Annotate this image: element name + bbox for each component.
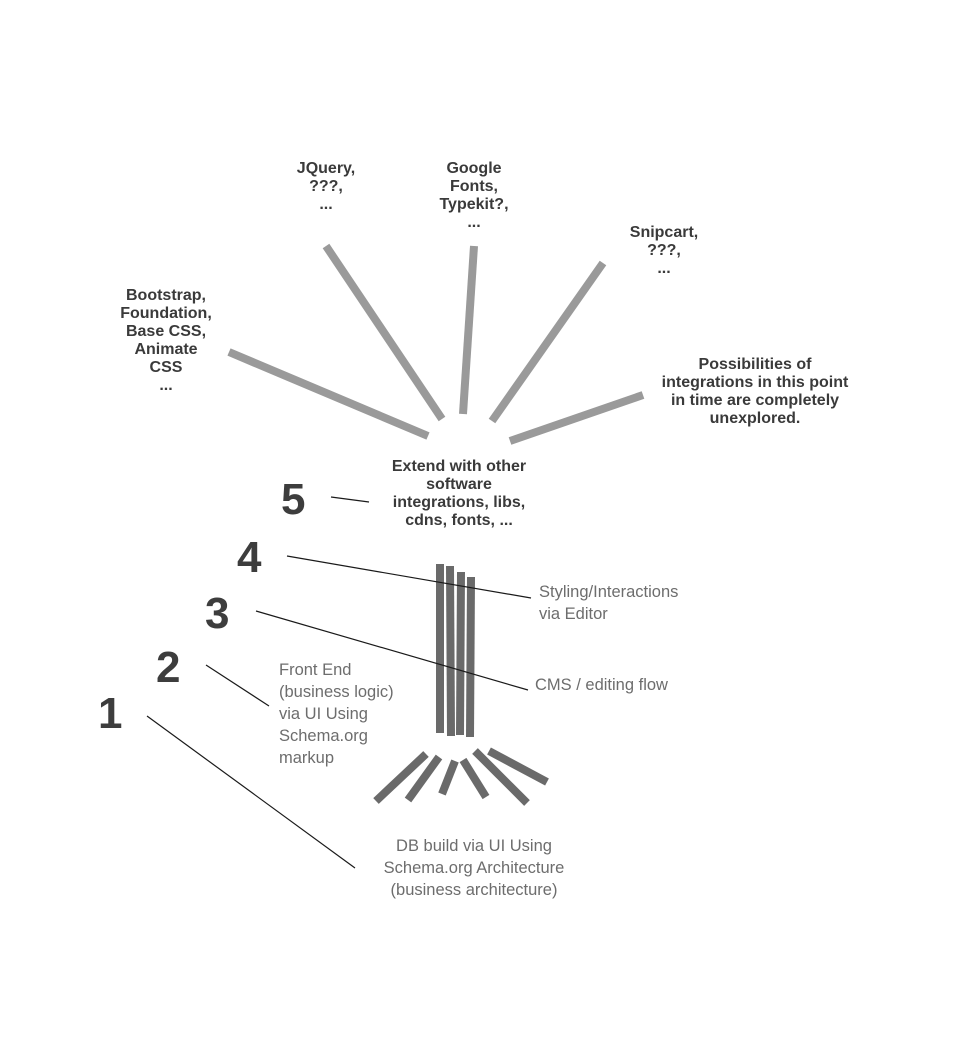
label-snipcart: Snipcart, ???, ... [629,224,699,277]
trunk [436,564,475,738]
root-2 [404,754,443,803]
label-db-build: DB build via UI Using Schema.org Archite… [383,837,565,899]
connector-5 [330,496,370,503]
trunk-bar-2 [446,565,455,737]
roots [373,747,549,806]
branch-snipcart [488,260,607,424]
label-styling: Styling/Interactions via Editor [539,583,679,623]
step-number-3: 3 [205,589,230,638]
root-6 [487,747,549,786]
label-google-fonts: Google Fonts, Typekit?, ... [439,160,509,231]
label-bootstrap: Bootstrap, Foundation, Base CSS, Animate… [120,287,212,394]
label-possibilities: Possibilities of integrations in this po… [661,356,849,427]
connectors [146,496,532,869]
connector-2 [205,664,270,707]
root-4 [459,757,490,800]
step-number-2: 2 [156,643,181,692]
root-3 [438,759,459,796]
step-number-1: 1 [98,689,123,738]
step-number-4: 4 [237,533,262,582]
root-5 [472,748,530,806]
root-1 [373,751,429,804]
connector-1 [146,715,356,869]
label-jquery: JQuery, ???, ... [296,160,356,213]
trunk-bar-4 [466,576,475,738]
branch-possibilities [508,391,645,445]
label-front-end: Front End (business logic) via UI Using … [279,661,394,767]
connector-3 [255,610,529,691]
branch-jquery [322,243,446,422]
branches [227,243,645,445]
branch-google [459,245,478,415]
branch-bootstrap [227,348,430,440]
label-extend: Extend with other software integrations,… [391,458,527,529]
step-number-5: 5 [281,475,306,524]
trunk-bar-3 [456,571,465,736]
connector-4 [286,555,532,599]
label-cms: CMS / editing flow [535,676,668,694]
